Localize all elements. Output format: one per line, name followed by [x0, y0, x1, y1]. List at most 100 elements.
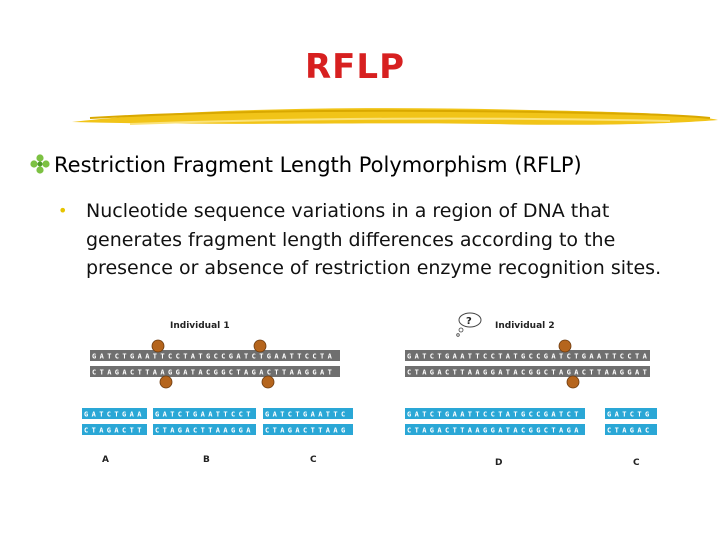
- nucleotide: C: [267, 369, 271, 377]
- nucleotide: G: [130, 353, 134, 361]
- nucleotide: G: [567, 427, 571, 435]
- nucleotide: C: [130, 369, 134, 377]
- nucleotide: G: [529, 369, 533, 377]
- nucleotide: T: [138, 369, 142, 377]
- nucleotide: T: [130, 427, 134, 435]
- nucleotide: A: [273, 411, 278, 419]
- nucleotide: C: [567, 353, 571, 361]
- nucleotide: G: [544, 411, 548, 419]
- nucleotide: G: [92, 353, 96, 361]
- nucleotide: A: [513, 369, 518, 377]
- nucleotide: A: [183, 369, 188, 377]
- nucleotide: T: [137, 427, 141, 435]
- nucleotide: A: [328, 353, 333, 361]
- nucleotide: C: [84, 427, 88, 435]
- restriction-enzyme-icon: [253, 339, 267, 353]
- nucleotide: A: [320, 369, 325, 377]
- nucleotide: A: [216, 427, 221, 435]
- nucleotide: T: [145, 369, 149, 377]
- nucleotide: A: [236, 353, 241, 361]
- nucleotide: T: [475, 411, 479, 419]
- nucleotide: C: [445, 369, 449, 377]
- nucleotide: A: [122, 369, 127, 377]
- nucleotide: T: [643, 369, 647, 377]
- nucleotide: A: [297, 369, 302, 377]
- nucleotide: C: [115, 353, 119, 361]
- nucleotide: A: [637, 427, 642, 435]
- nucleotide: T: [513, 353, 517, 361]
- nucleotide: T: [612, 353, 616, 361]
- nucleotide: A: [415, 353, 420, 361]
- sub-bullet-text: Nucleotide sequence variations in a regi…: [86, 200, 662, 279]
- nucleotide: T: [551, 427, 555, 435]
- nucleotide: T: [274, 369, 278, 377]
- top-strand: [405, 350, 650, 361]
- restriction-enzyme-icon: [151, 339, 165, 353]
- nucleotide: G: [252, 369, 256, 377]
- nucleotide: A: [107, 369, 112, 377]
- nucleotide: C: [567, 411, 571, 419]
- nucleotide: C: [176, 353, 180, 361]
- nucleotide: A: [574, 427, 579, 435]
- nucleotide: T: [468, 353, 472, 361]
- nucleotide: G: [407, 411, 411, 419]
- nucleotide: T: [328, 369, 332, 377]
- nucleotide: C: [483, 411, 487, 419]
- nucleotide: T: [551, 369, 555, 377]
- nucleotide: G: [620, 369, 624, 377]
- nucleotide: A: [223, 427, 228, 435]
- nucleotide: A: [326, 427, 331, 435]
- nucleotide: C: [239, 411, 243, 419]
- main-bullet-text: Restriction Fragment Length Polymorphism…: [54, 153, 582, 177]
- nucleotide: G: [630, 427, 634, 435]
- nucleotide: A: [513, 427, 518, 435]
- fragment-label-c-2: C: [633, 458, 640, 468]
- nucleotide: T: [259, 353, 263, 361]
- nucleotide: C: [312, 353, 316, 361]
- nucleotide: A: [282, 353, 287, 361]
- fragment-top: [605, 408, 657, 419]
- nucleotide: C: [544, 427, 548, 435]
- nucleotide: T: [437, 353, 441, 361]
- fragment-label-c-1: C: [310, 455, 317, 465]
- fragment-top: [263, 408, 353, 419]
- nucleotide: C: [529, 411, 533, 419]
- nucleotide: A: [274, 353, 279, 361]
- nucleotide: G: [430, 369, 434, 377]
- nucleotide: C: [483, 353, 487, 361]
- nucleotide: A: [615, 411, 620, 419]
- nucleotide: A: [170, 427, 175, 435]
- nucleotide: C: [122, 427, 126, 435]
- nucleotide: A: [92, 411, 97, 419]
- nucleotide: T: [506, 427, 510, 435]
- nucleotide: A: [605, 369, 610, 377]
- nucleotide: T: [622, 411, 626, 419]
- restriction-enzyme-icon: [558, 339, 572, 353]
- nucleotide: T: [637, 411, 641, 419]
- nucleotide: A: [114, 427, 119, 435]
- nucleotide: T: [513, 411, 517, 419]
- nucleotide: A: [612, 369, 617, 377]
- nucleotide: G: [341, 427, 345, 435]
- nucleotide: T: [223, 411, 227, 419]
- nucleotide: A: [460, 353, 465, 361]
- nucleotide: A: [453, 411, 458, 419]
- nucleotide: A: [475, 369, 480, 377]
- bottom-strand: [90, 366, 340, 377]
- nucleotide: A: [437, 369, 442, 377]
- nucleotide: C: [491, 353, 495, 361]
- nucleotide: G: [483, 427, 487, 435]
- nucleotide: G: [107, 427, 111, 435]
- nucleotide: A: [453, 353, 458, 361]
- nucleotide: A: [208, 411, 213, 419]
- nucleotide: T: [216, 411, 220, 419]
- nucleotide: G: [267, 353, 271, 361]
- individual-1-label: Individual 1: [170, 321, 230, 331]
- nucleotide: A: [498, 427, 503, 435]
- nucleotide: G: [155, 411, 159, 419]
- restriction-enzyme-icon: [566, 375, 580, 389]
- nucleotide: T: [246, 411, 250, 419]
- nucleotide: C: [645, 427, 649, 435]
- nucleotide: T: [318, 427, 322, 435]
